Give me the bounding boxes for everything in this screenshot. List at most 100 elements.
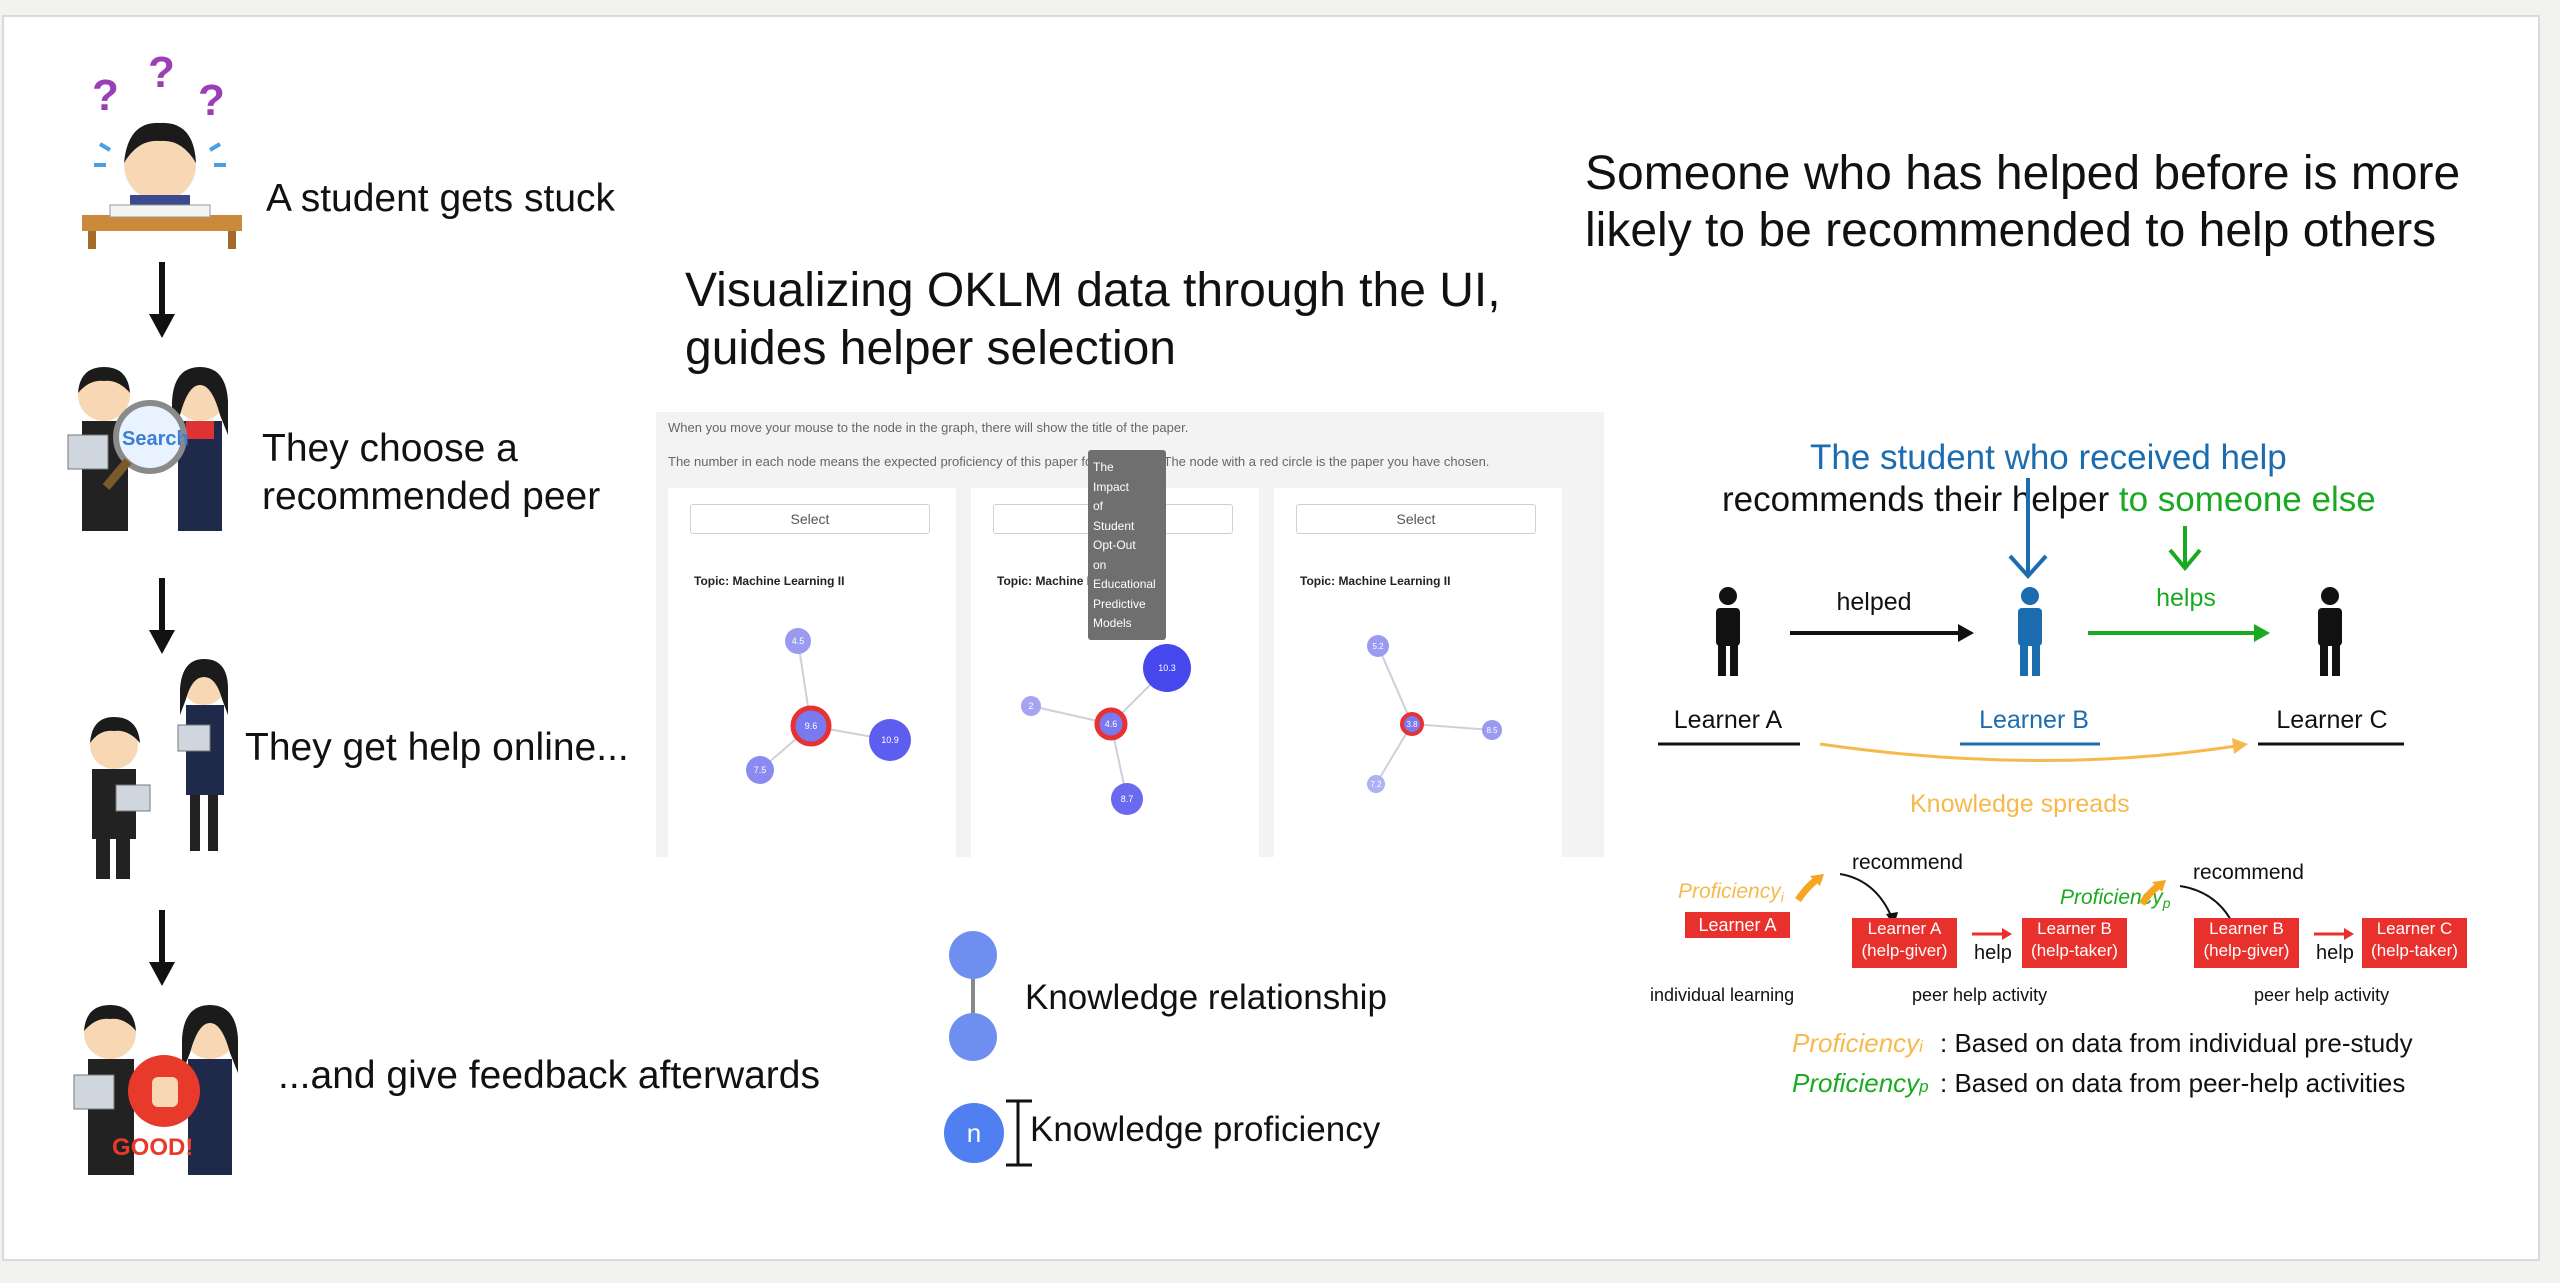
magnifier-icon: [113, 400, 187, 474]
box-line: (help-taker): [2371, 941, 2458, 960]
proficiency-process-diagram: Proficiencyi Proficiencyp recommend reco…: [1650, 851, 2389, 1005]
panel-topic-3: Topic: Machine Learning II: [1300, 574, 1451, 588]
right-title-line2: likely to be recommended to help others: [1585, 204, 2437, 257]
legend-proficiency-label: Knowledge proficiency: [1030, 1110, 1381, 1149]
graph-node[interactable]: [746, 756, 774, 784]
tooltip-word: Impact: [1093, 479, 1130, 494]
question-mark-icon: ?: [148, 55, 175, 97]
person-icon-learner-a: [1716, 587, 1740, 676]
question-mark-icon: ?: [92, 71, 119, 120]
desc-proficiency-i-term: Proficiencyi: [1792, 1028, 1923, 1058]
stuck-student-illustration: ? ? ?: [82, 55, 242, 249]
helped-label: helped: [1836, 588, 1911, 616]
learner-c-help-taker-box: Learner C (help-taker): [2362, 918, 2467, 968]
instruction-text-2: The number in each node means the expect…: [668, 454, 1490, 469]
recommends-label: recommends their helper to someone else: [1722, 480, 2376, 520]
step-arrow-3: [149, 910, 175, 986]
node-value: 5.2: [1372, 642, 1384, 651]
tooltip-word: Predictive: [1093, 596, 1146, 611]
person-icon-learner-b: [2018, 587, 2042, 676]
knowledge-graph-2: 2 10.3 4.6 8.7: [1021, 644, 1191, 815]
legend-relationship-label: Knowledge relationship: [1025, 978, 1387, 1017]
desc-proficiency-p-term: Proficiencyp: [1792, 1068, 1929, 1098]
legend-proficiency-node-icon: [944, 1103, 1004, 1163]
ui-screenshot: When you move your mouse to the node in …: [656, 412, 1604, 857]
tooltip-word: The: [1093, 460, 1114, 474]
graph-node-selected[interactable]: [1400, 712, 1424, 736]
legend-node-icon: [949, 1013, 997, 1061]
graph-node[interactable]: [1143, 644, 1191, 692]
learner-b-help-taker-box: Learner B (help-taker): [2022, 918, 2127, 968]
graph-node-selected[interactable]: [790, 705, 832, 747]
tooltip-word: on: [1093, 557, 1107, 572]
graph-node-selected[interactable]: [1094, 707, 1128, 741]
graph-node[interactable]: [1482, 720, 1502, 740]
box-line: (help-giver): [1861, 941, 1948, 960]
recommend-label-1: recommend: [1852, 851, 1963, 874]
desc-proficiency-p: : Based on data from peer-help activitie…: [1940, 1068, 2406, 1098]
step-3-label: They get help online...: [245, 726, 629, 769]
search-peer-illustration: Search: [67, 367, 228, 531]
tooltip-word: Educational: [1093, 577, 1156, 591]
node-value: 10.9: [881, 735, 899, 745]
node-value: 3.8: [1406, 720, 1418, 729]
box-line: Learner B: [2209, 919, 2284, 938]
recommend-label-2: recommend: [2193, 861, 2304, 884]
helps-label: helps: [2156, 584, 2216, 612]
tooltip-word: of: [1093, 499, 1104, 513]
help-label-1: help: [1974, 942, 2012, 964]
step-1-label: A student gets stuck: [266, 177, 616, 220]
step-2-label: They choose a recommended peer: [262, 427, 601, 518]
legend-node-letter: n: [967, 1118, 981, 1148]
graph-node[interactable]: [1111, 783, 1143, 815]
learner-a-help-giver-box: Learner A (help-giver): [1852, 918, 1957, 968]
box-line: Learner A: [1867, 919, 1942, 938]
learner-flow-diagram: helped helps Learner A Learner B Learner…: [1658, 478, 2404, 763]
tooltip-word: Opt-Out: [1093, 538, 1136, 552]
desc-proficiency-i: : Based on data from individual pre-stud…: [1940, 1028, 2413, 1058]
knowledge-graph-3: 5.2 3.8 8.5 7.2: [1367, 635, 1502, 793]
individual-learning-label: individual learning: [1650, 985, 1794, 1005]
proficiency-p-label: Proficiencyp: [2060, 886, 2171, 911]
learner-b-label: Learner B: [1979, 706, 2089, 734]
svg-text:GOOD!: GOOD!: [112, 1134, 193, 1161]
graph-legend-icons: n: [944, 931, 1032, 1167]
graph-node[interactable]: [1021, 696, 1041, 716]
graph-node[interactable]: [785, 628, 811, 654]
paper-title-tooltip: The Impact of Student Opt-Out on Educati…: [1088, 450, 1166, 640]
peer-help-activity-label-1: peer help activity: [1912, 985, 2047, 1005]
select-button-1[interactable]: Select: [690, 504, 930, 534]
svg-text:Search: Search: [122, 428, 189, 450]
node-value: 4.6: [1105, 719, 1118, 729]
node-value: 7.2: [1370, 780, 1382, 789]
proficiency-i-label: Proficiencyi: [1678, 880, 1785, 905]
feedback-illustration: GOOD!: [73, 1005, 238, 1175]
knowledge-spreads-label: Knowledge spreads: [1910, 790, 2130, 818]
select-button-3[interactable]: Select: [1296, 504, 1536, 534]
graph-node[interactable]: [869, 719, 911, 761]
box-line: (help-taker): [2031, 941, 2118, 960]
node-value: 9.6: [805, 721, 818, 731]
graph-node[interactable]: [1367, 775, 1385, 793]
graph-node[interactable]: [1367, 635, 1389, 657]
step-arrow-2: [149, 578, 175, 654]
instruction-text-1: When you move your mouse to the node in …: [668, 420, 1189, 435]
learner-a-box: Learner A: [1685, 912, 1790, 938]
received-help-label: The student who received help: [1810, 438, 2287, 477]
box-line: Learner C: [2376, 919, 2453, 938]
box-line: (help-giver): [2203, 941, 2290, 960]
person-icon-learner-c: [2318, 587, 2342, 676]
graph-panel-1: Select Topic: Machine Learning II 4.5 9.…: [668, 488, 956, 857]
node-value: 2: [1028, 701, 1033, 711]
question-mark-icon: ?: [198, 76, 225, 125]
middle-title-line2: guides helper selection: [685, 322, 1176, 375]
learner-c-label: Learner C: [2276, 706, 2387, 734]
legend-node-icon: [949, 931, 997, 979]
panel-topic-1: Topic: Machine Learning II: [694, 574, 845, 588]
peer-help-activity-label-2: peer help activity: [2254, 985, 2389, 1005]
node-value: 10.3: [1158, 663, 1176, 673]
node-value: 8.7: [1121, 794, 1134, 804]
help-label-2: help: [2316, 942, 2354, 964]
node-value: 8.5: [1486, 726, 1498, 735]
middle-title-line1: Visualizing OKLM data through the UI,: [685, 264, 1501, 317]
